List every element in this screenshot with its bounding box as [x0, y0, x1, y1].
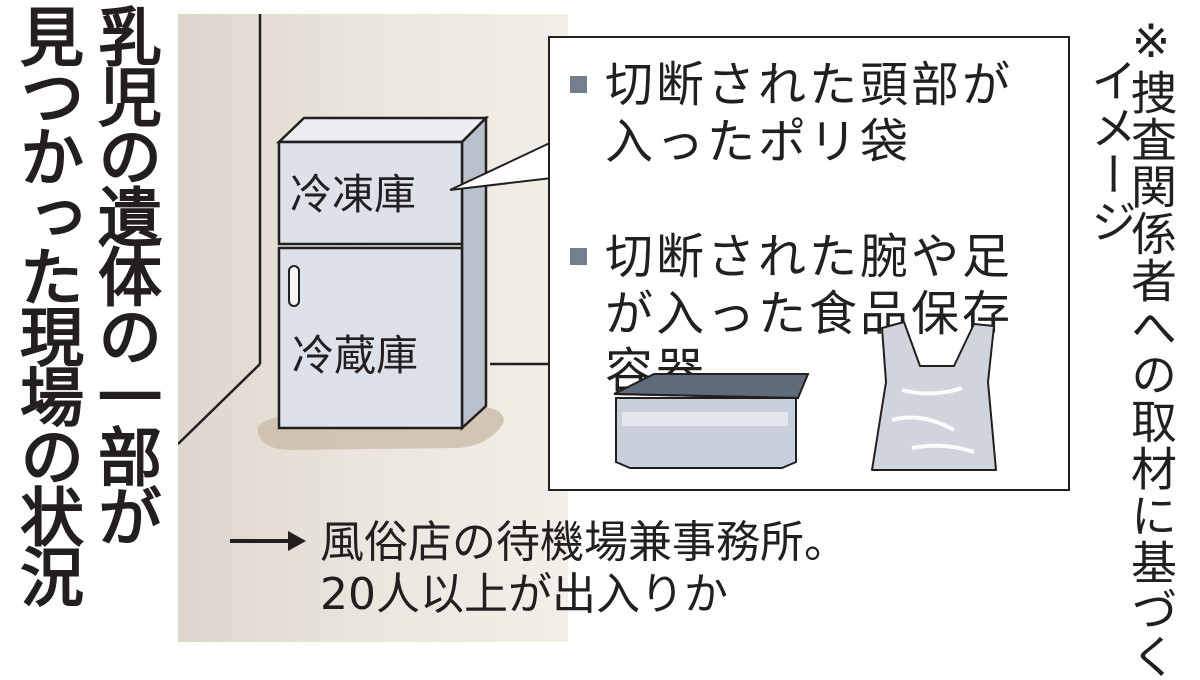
- source-note-column-1: ※捜査関係者への取材に基づく: [1124, 14, 1178, 680]
- floor-left-line: [178, 363, 261, 445]
- freezer-label: 冷凍庫: [290, 170, 416, 219]
- fridge-door: [277, 246, 464, 430]
- square-bullet-icon: [570, 248, 587, 265]
- callout-item-text: 切断された腕や足 が入った食品保存 容器: [605, 229, 1014, 399]
- freezer-door: [277, 140, 464, 246]
- source-note-column-2: イメージ: [1084, 57, 1138, 245]
- headline-column-1: 乳児の遺体の一部が: [87, 4, 161, 544]
- room-scene: 冷凍庫 冷蔵庫: [178, 14, 568, 642]
- bag-body: [871, 321, 997, 471]
- food-container-icon: [613, 373, 810, 469]
- container-lid-edge: [613, 393, 799, 399]
- square-bullet-icon: [570, 76, 587, 93]
- callout-pointer-line-top: [449, 141, 553, 191]
- evidence-callout: 切断された頭部が 入ったポリ袋 切断された腕や足 が入った食品保存 容器: [548, 36, 1070, 491]
- fridge-handle: [288, 265, 300, 307]
- callout-pointer: [449, 141, 553, 191]
- bag-creases: [891, 386, 975, 454]
- callout-pointer-line-bottom: [449, 177, 553, 191]
- callout-item-text: 切断された頭部が 入ったポリ袋: [605, 57, 1014, 170]
- location-description: 風俗店の待機場兼事務所。 20人以上が出入りか: [320, 517, 848, 621]
- headline-column-2: 見つかった現場の状況: [9, 4, 83, 604]
- fridge-label: 冷蔵庫: [292, 331, 418, 380]
- arrow-right-icon: [230, 531, 306, 551]
- container-body: [615, 397, 797, 469]
- refrigerator: 冷凍庫 冷蔵庫: [276, 116, 490, 431]
- container-highlight: [622, 412, 788, 426]
- fridge-top: [276, 116, 490, 144]
- plastic-bag-icon: [871, 321, 997, 471]
- location-line-2: 20人以上が出入りか: [320, 569, 728, 620]
- location-line-1: 風俗店の待機場兼事務所。: [320, 517, 848, 568]
- callout-item-plastic-bag: 切断された頭部が 入ったポリ袋: [570, 57, 1013, 171]
- callout-item-food-container: 切断された腕や足 が入った食品保存 容器: [570, 229, 1013, 400]
